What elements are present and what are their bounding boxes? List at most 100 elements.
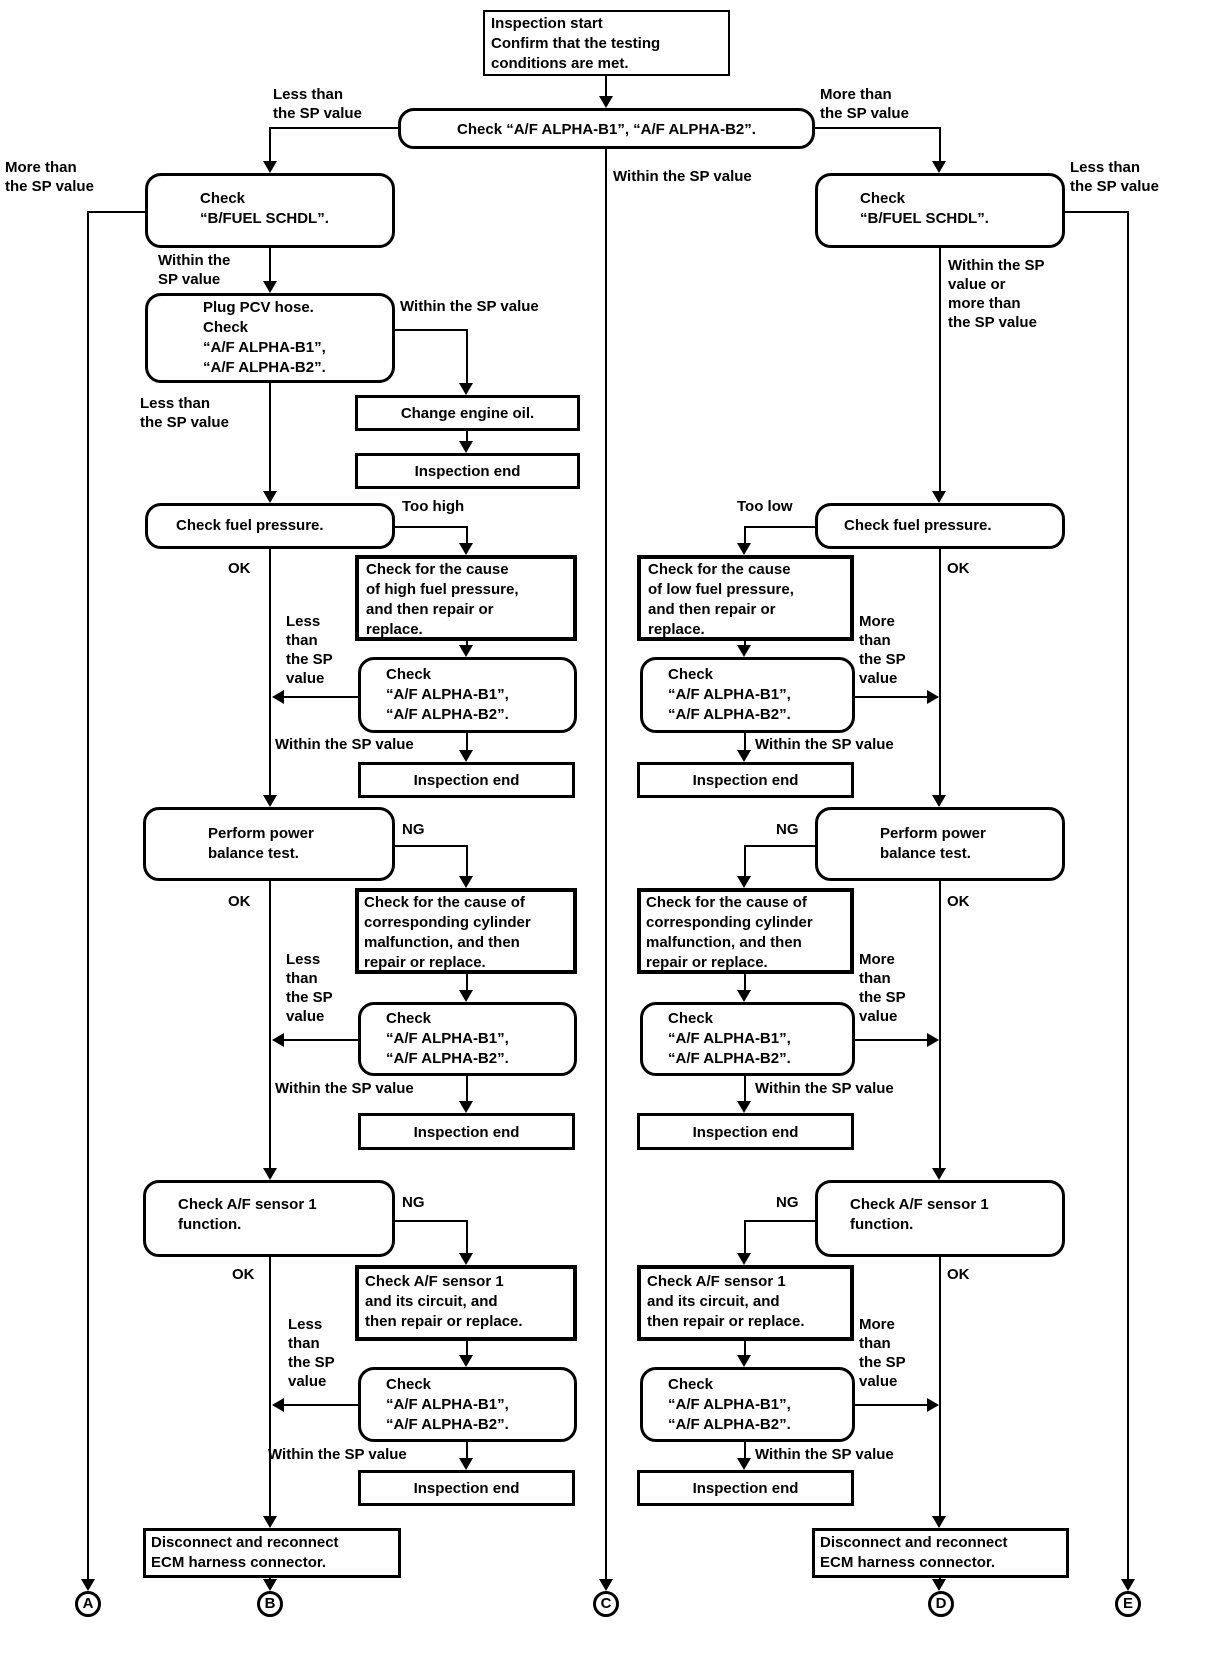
arrowhead-down-icon xyxy=(932,795,946,807)
node-check-fuel-pressure-right: Check fuel pressure. xyxy=(815,503,1065,549)
arrowhead-down-icon xyxy=(737,1458,751,1470)
node-check-af-alpha-top: Check “A/F ALPHA-B1”, “A/F ALPHA-B2”. xyxy=(398,108,815,149)
edge-label-more-stack-2: More than the SP value xyxy=(859,951,906,1025)
arrowhead-down-icon xyxy=(263,281,277,293)
edge-label-more-top-right: More than the SP value xyxy=(820,86,909,122)
node-inspection-end-2-left: Inspection end xyxy=(358,762,575,798)
node-inspection-end-3-right: Inspection end xyxy=(637,1113,854,1150)
arrowhead-down-icon xyxy=(459,645,473,657)
node-check-af-alpha-right-3: Check “A/F ALPHA-B1”, “A/F ALPHA-B2”. xyxy=(640,1367,855,1442)
arrowhead-down-icon xyxy=(263,491,277,503)
edge-label-more-far-left: More than the SP value xyxy=(5,159,94,195)
edge-label-ok-right-2: OK xyxy=(947,893,970,910)
edge-label-ng-right-1: NG xyxy=(776,821,799,838)
arrowhead-down-icon xyxy=(459,1458,473,1470)
edge-label-within-left-2: Within the SP value xyxy=(275,1080,414,1097)
node-inspection-end-3-left: Inspection end xyxy=(358,1113,575,1150)
edge-label-too-high: Too high xyxy=(402,498,465,515)
flow-line xyxy=(855,1039,928,1041)
arrowhead-left-icon xyxy=(272,690,284,704)
edge-label-ng-left-1: NG xyxy=(402,821,425,838)
edge-label-within-right-2: Within the SP value xyxy=(755,1080,894,1097)
flow-line xyxy=(466,431,468,441)
flow-line xyxy=(269,382,271,493)
arrowhead-down-icon xyxy=(737,1101,751,1113)
connector-c: C xyxy=(593,1591,619,1617)
flow-line xyxy=(466,329,468,383)
flow-line xyxy=(284,1404,358,1406)
flow-line xyxy=(744,1076,746,1101)
flow-line xyxy=(395,526,468,528)
arrowhead-down-icon xyxy=(1121,1579,1135,1591)
flow-line xyxy=(939,548,941,797)
node-power-balance-right: Perform power balance test. xyxy=(815,807,1065,881)
flow-line xyxy=(605,149,607,1579)
node-check-af-alpha-right-1: Check “A/F ALPHA-B1”, “A/F ALPHA-B2”. xyxy=(640,657,855,733)
flow-line xyxy=(466,1220,468,1253)
edge-label-ng-right-2: NG xyxy=(776,1194,799,1211)
flow-line xyxy=(466,1442,468,1458)
arrowhead-down-icon xyxy=(459,383,473,395)
arrowhead-down-icon xyxy=(737,750,751,762)
flow-line xyxy=(939,880,941,1170)
flow-line xyxy=(939,1257,941,1518)
node-check-af-alpha-left-3: Check “A/F ALPHA-B1”, “A/F ALPHA-B2”. xyxy=(358,1367,577,1442)
flow-line xyxy=(745,1220,815,1222)
flow-line xyxy=(744,1341,746,1355)
edge-label-more-stack-1: More than the SP value xyxy=(859,613,906,687)
arrowhead-down-icon xyxy=(263,1579,277,1591)
arrowhead-down-icon xyxy=(932,1516,946,1528)
node-cause-cylinder-left: Check for the cause of corresponding cyl… xyxy=(355,888,577,974)
flow-line xyxy=(1127,211,1129,1579)
flow-line xyxy=(395,1220,468,1222)
node-check-bfuel-left: Check “B/FUEL SCHDL”. xyxy=(145,173,395,248)
arrowhead-down-icon xyxy=(81,1579,95,1591)
arrowhead-down-icon xyxy=(932,1579,946,1591)
flow-line xyxy=(269,880,271,1170)
edge-label-within-left: Within the SP value xyxy=(158,252,231,288)
node-cause-cylinder-right: Check for the cause of corresponding cyl… xyxy=(637,888,854,974)
flow-line xyxy=(855,696,928,698)
flow-line xyxy=(744,526,746,543)
arrowhead-down-icon xyxy=(459,1253,473,1265)
arrowhead-left-icon xyxy=(272,1398,284,1412)
connector-b: B xyxy=(257,1591,283,1617)
node-cause-high-fuel-pressure: Check for the cause of high fuel pressur… xyxy=(355,555,577,641)
flow-line xyxy=(269,248,271,283)
flow-line xyxy=(466,974,468,990)
node-change-engine-oil: Change engine oil. xyxy=(355,395,580,431)
arrowhead-right-icon xyxy=(927,690,939,704)
flow-line xyxy=(466,845,468,876)
arrowhead-down-icon xyxy=(737,1355,751,1367)
arrowhead-down-icon xyxy=(932,491,946,503)
arrowhead-down-icon xyxy=(599,96,613,108)
edge-label-within-right-1: Within the SP value xyxy=(755,736,894,753)
node-check-af-alpha-left-2: Check “A/F ALPHA-B1”, “A/F ALPHA-B2”. xyxy=(358,1002,577,1076)
node-check-sensor-left: Check A/F sensor 1 function. xyxy=(143,1180,395,1257)
flow-line xyxy=(744,845,746,876)
flow-line xyxy=(466,1076,468,1101)
edge-label-ok-right-3: OK xyxy=(947,1266,970,1283)
arrowhead-down-icon xyxy=(459,543,473,555)
edge-label-ok-left-3: OK xyxy=(232,1266,255,1283)
arrowhead-down-icon xyxy=(263,161,277,173)
connector-a: A xyxy=(75,1591,101,1617)
edge-label-less-far-right: Less than the SP value xyxy=(1070,159,1159,195)
flow-line xyxy=(939,248,941,493)
arrowhead-down-icon xyxy=(737,543,751,555)
node-inspection-end-2-right: Inspection end xyxy=(637,762,854,798)
flow-line xyxy=(466,733,468,750)
node-check-fuel-pressure-left: Check fuel pressure. xyxy=(145,503,395,549)
arrowhead-down-icon xyxy=(459,990,473,1002)
edge-label-within-or-more-right: Within the SP value or more than the SP … xyxy=(948,257,1045,331)
node-plug-pcv: Plug PCV hose. Check “A/F ALPHA-B1”, “A/… xyxy=(145,293,395,383)
flow-line xyxy=(605,75,607,97)
edge-label-ng-left-2: NG xyxy=(402,1194,425,1211)
node-disconnect-ecm-left: Disconnect and reconnect ECM harness con… xyxy=(143,1528,401,1578)
arrowhead-down-icon xyxy=(737,645,751,657)
arrowhead-down-icon xyxy=(263,795,277,807)
arrowhead-down-icon xyxy=(599,1579,613,1591)
arrowhead-down-icon xyxy=(459,750,473,762)
arrowhead-down-icon xyxy=(263,1168,277,1180)
edge-label-within-pcv: Within the SP value xyxy=(400,298,539,315)
